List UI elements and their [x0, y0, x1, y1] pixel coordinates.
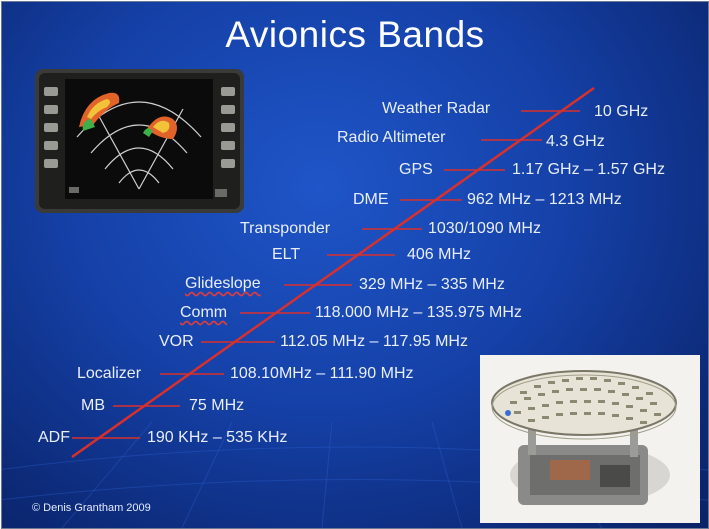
band-label-transponder: Transponder	[240, 220, 331, 237]
band-freq-weather-radar: 10 GHz	[594, 103, 649, 120]
band-freq-localizer: 108.10MHz – 111.90 MHz	[230, 365, 414, 382]
band-freq-radio-altimeter: 4.3 GHz	[546, 133, 605, 150]
band-label-elt: ELT	[272, 246, 301, 263]
band-label-vor: VOR	[159, 333, 194, 350]
band-freq-transponder: 1030/1090 MHz	[428, 220, 541, 237]
diagonal-line	[71, 86, 595, 459]
band-label-weather-radar: Weather Radar	[382, 100, 491, 117]
band-label-gps: GPS	[399, 161, 433, 178]
band-label-adf: ADF	[38, 429, 70, 446]
band-freq-vor: 112.05 MHz – 117.95 MHz	[280, 333, 468, 350]
band-freq-elt: 406 MHz	[407, 246, 472, 263]
weather-radar-display-image	[35, 69, 244, 213]
band-freq-mb: 75 MHz	[189, 397, 245, 414]
slide-title: Avionics Bands	[225, 14, 485, 55]
band-label-comm: Comm	[180, 304, 228, 321]
band-freq-gps: 1.17 GHz – 1.57 GHz	[512, 161, 665, 178]
band-label-localizer: Localizer	[77, 365, 142, 382]
band-freq-dme: 962 MHz – 1213 MHz	[467, 191, 622, 208]
band-freq-comm: 118.000 MHz – 135.975 MHz	[315, 304, 522, 321]
band-label-mb: MB	[81, 397, 105, 414]
band-freq-adf: 190 KHz – 535 KHz	[147, 429, 288, 446]
radar-antenna-image	[480, 355, 700, 523]
band-label-glideslope: Glideslope	[185, 275, 261, 292]
band-label-dme: DME	[353, 191, 389, 208]
copyright-notice: © Denis Grantham 2009	[32, 502, 151, 514]
band-label-radio-altimeter: Radio Altimeter	[337, 129, 446, 146]
band-freq-glideslope: 329 MHz – 335 MHz	[359, 276, 505, 293]
